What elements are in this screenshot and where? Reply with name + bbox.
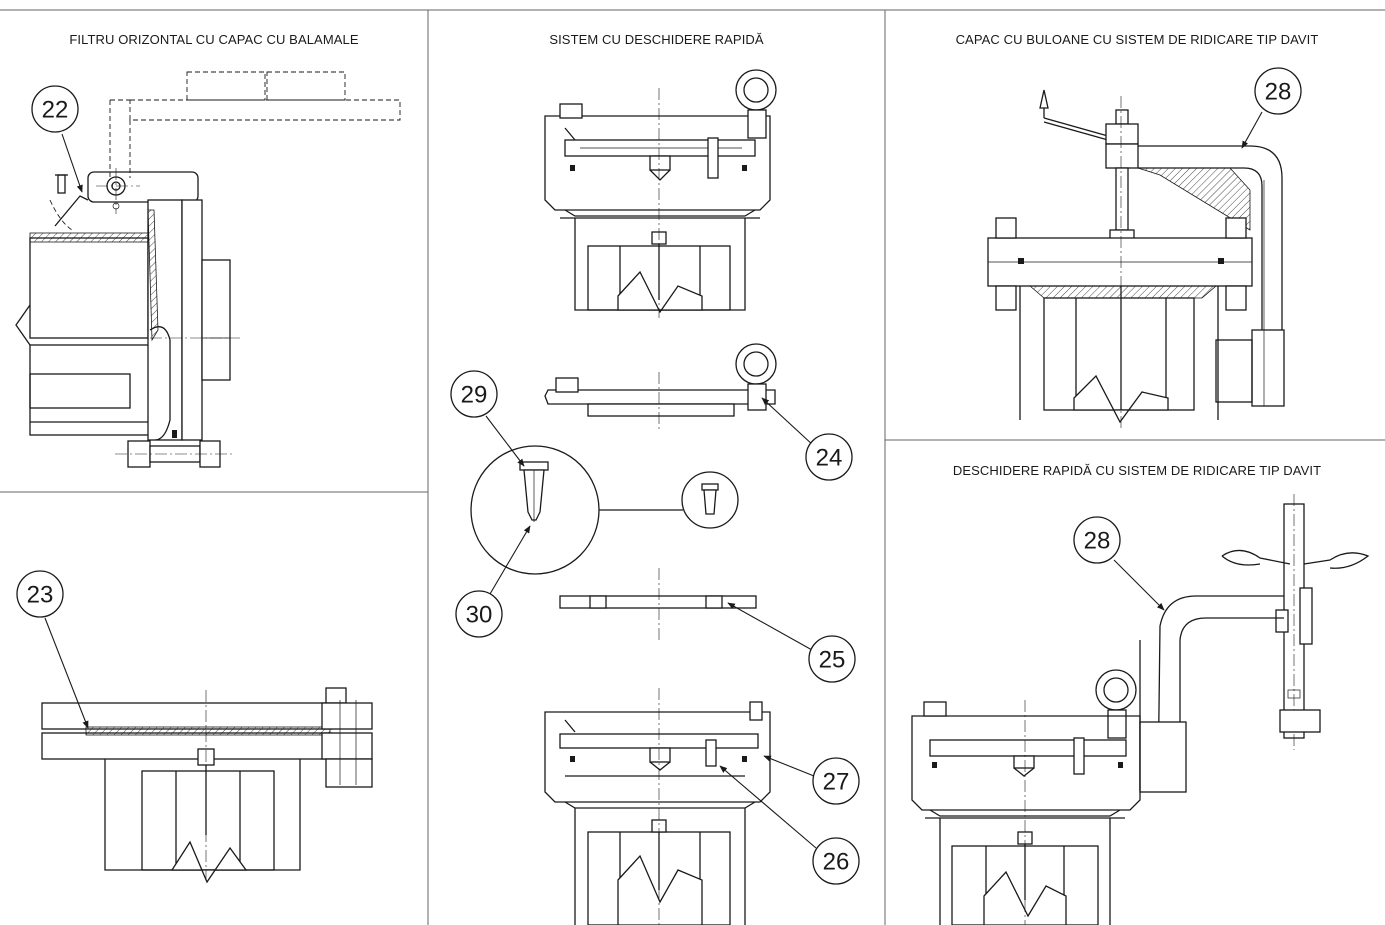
quick-davit-drawing <box>911 494 1370 925</box>
callout-25-label: 25 <box>819 647 846 674</box>
panel-title-bolted-davit: CAPAC CU BULOANE CU SISTEM DE RIDICARE T… <box>955 32 1319 47</box>
panel-frames <box>0 9 1385 925</box>
panel-title-hinged-cover: FILTRU ORIZONTAL CU CAPAC CU BALAMALE <box>69 32 359 47</box>
panel-title-quick-davit: DESCHIDERE RAPIDĂ CU SISTEM DE RIDICARE … <box>952 463 1322 478</box>
callout-28-quick-label: 28 <box>1084 528 1111 555</box>
callout-22: 22 <box>31 85 79 133</box>
bolted-davit-drawing <box>987 89 1285 430</box>
callout-26: 26 <box>812 837 860 885</box>
callout-27-label: 27 <box>823 769 850 796</box>
callout-23-label: 23 <box>27 582 54 609</box>
callout-30: 30 <box>455 590 503 638</box>
callout-28-bolted-label: 28 <box>1265 79 1292 106</box>
callout-28-bolted: 28 <box>1254 67 1302 115</box>
callout-22-label: 22 <box>42 97 69 124</box>
callout-leaders <box>44 111 1263 849</box>
panel-title-quick-open: SISTEM CU DESCHIDERE RAPIDĂ <box>549 32 764 47</box>
callout-29-label: 29 <box>461 382 488 409</box>
callout-29: 29 <box>450 370 498 418</box>
callout-28-quick: 28 <box>1073 516 1121 564</box>
callout-24: 24 <box>805 433 853 481</box>
bolted-flange-drawing <box>41 687 373 884</box>
callout-23: 23 <box>16 570 64 618</box>
callout-30-label: 30 <box>466 602 493 629</box>
quick-open-drawing <box>470 69 777 925</box>
callout-27: 27 <box>812 757 860 805</box>
hinged-cover-drawing <box>15 71 401 468</box>
callout-25: 25 <box>808 635 856 683</box>
callout-26-label: 26 <box>823 849 850 876</box>
callout-24-label: 24 <box>816 445 843 472</box>
